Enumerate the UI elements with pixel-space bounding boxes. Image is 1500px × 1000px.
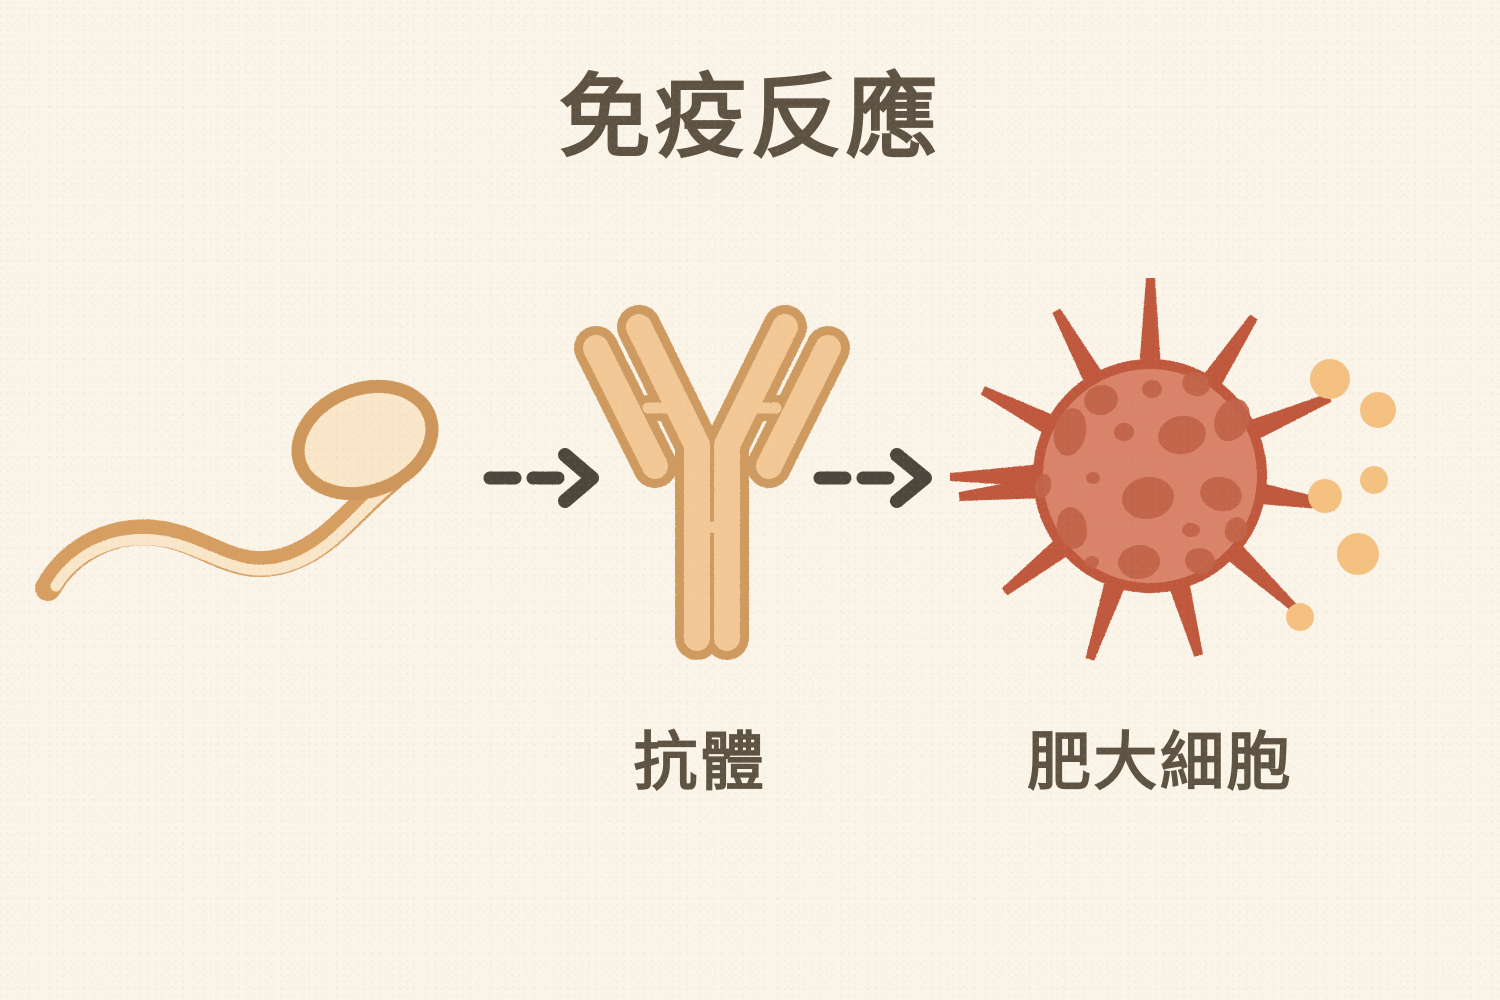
granule xyxy=(1308,479,1342,513)
granule xyxy=(1337,533,1379,575)
label-antibody: 抗體 xyxy=(633,726,767,798)
arrow-sperm-to-antibody xyxy=(483,448,599,508)
sperm-tail xyxy=(35,465,405,601)
antibody xyxy=(574,305,850,660)
granule xyxy=(1286,603,1314,631)
sperm-cell xyxy=(35,379,439,601)
mast-cell-body xyxy=(1033,359,1267,593)
label-mast-cell: 肥大細胞 xyxy=(1026,726,1294,798)
mast-cell xyxy=(950,278,1337,661)
mast-cell-spikes xyxy=(950,278,1337,661)
arrow-antibody-to-mastcell xyxy=(813,448,932,508)
histamine-granules xyxy=(1286,359,1396,631)
granule xyxy=(1310,359,1350,399)
sperm-texture xyxy=(291,379,439,501)
granule xyxy=(1360,466,1388,494)
granule xyxy=(1360,392,1396,428)
mast-cell-granules xyxy=(1034,371,1250,580)
page-title: 免疫反應 xyxy=(558,67,942,169)
